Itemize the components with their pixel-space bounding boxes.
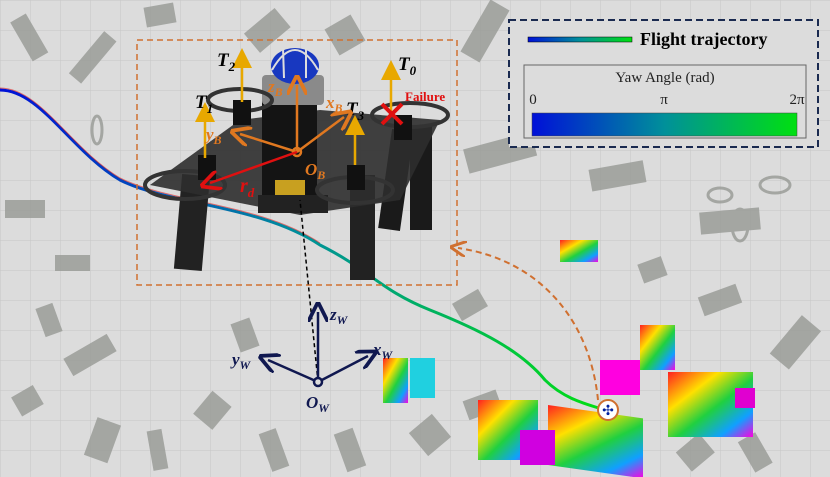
world-axis-y-label: yW — [230, 350, 252, 372]
colorbar-title: Yaw Angle (rad) — [615, 70, 714, 86]
failure-x-icon — [380, 102, 404, 126]
body-axis-x-label: xB — [325, 93, 343, 115]
world-axes — [268, 312, 368, 388]
drone-position-marker: ✣ — [597, 399, 619, 421]
flight-trajectory — [0, 88, 606, 412]
body-axis-z-label: zB — [267, 77, 283, 99]
body-origin-label: OB — [305, 160, 325, 182]
world-axis-x-label: xW — [372, 340, 394, 362]
legend: Flight trajectory Yaw Angle (rad) 0 π 2π — [508, 19, 819, 148]
drone-zoom-frame — [136, 39, 458, 286]
thrust-label-t2: T2 — [217, 50, 236, 74]
thrust-vectors — [195, 48, 401, 165]
world-origin-label: OW — [306, 393, 330, 415]
thrust-label-t0: T0 — [398, 54, 417, 78]
legend-trajectory-swatch — [527, 36, 633, 43]
zoom-connector-arrow — [458, 248, 599, 401]
svg-text:✣: ✣ — [602, 404, 614, 419]
body-axis-y-label: yB — [204, 125, 222, 147]
arm-length-label: rd — [240, 175, 255, 200]
thrust-label-t1: T1 — [195, 92, 213, 116]
colorbar — [531, 112, 798, 137]
failure-label: Failure — [405, 89, 445, 104]
arm-length-arrow — [210, 150, 298, 183]
colorbar-tick-0: 0 — [529, 92, 537, 108]
colorbar-tick-2pi: 2π — [789, 92, 805, 108]
world-to-body-link — [299, 199, 319, 383]
legend-trajectory-label: Flight trajectory — [640, 29, 767, 49]
body-axes — [240, 85, 344, 158]
colorbar-tick-pi: π — [660, 92, 668, 108]
world-axis-z-label: zW — [329, 305, 349, 327]
colored-obstacles — [383, 240, 755, 477]
